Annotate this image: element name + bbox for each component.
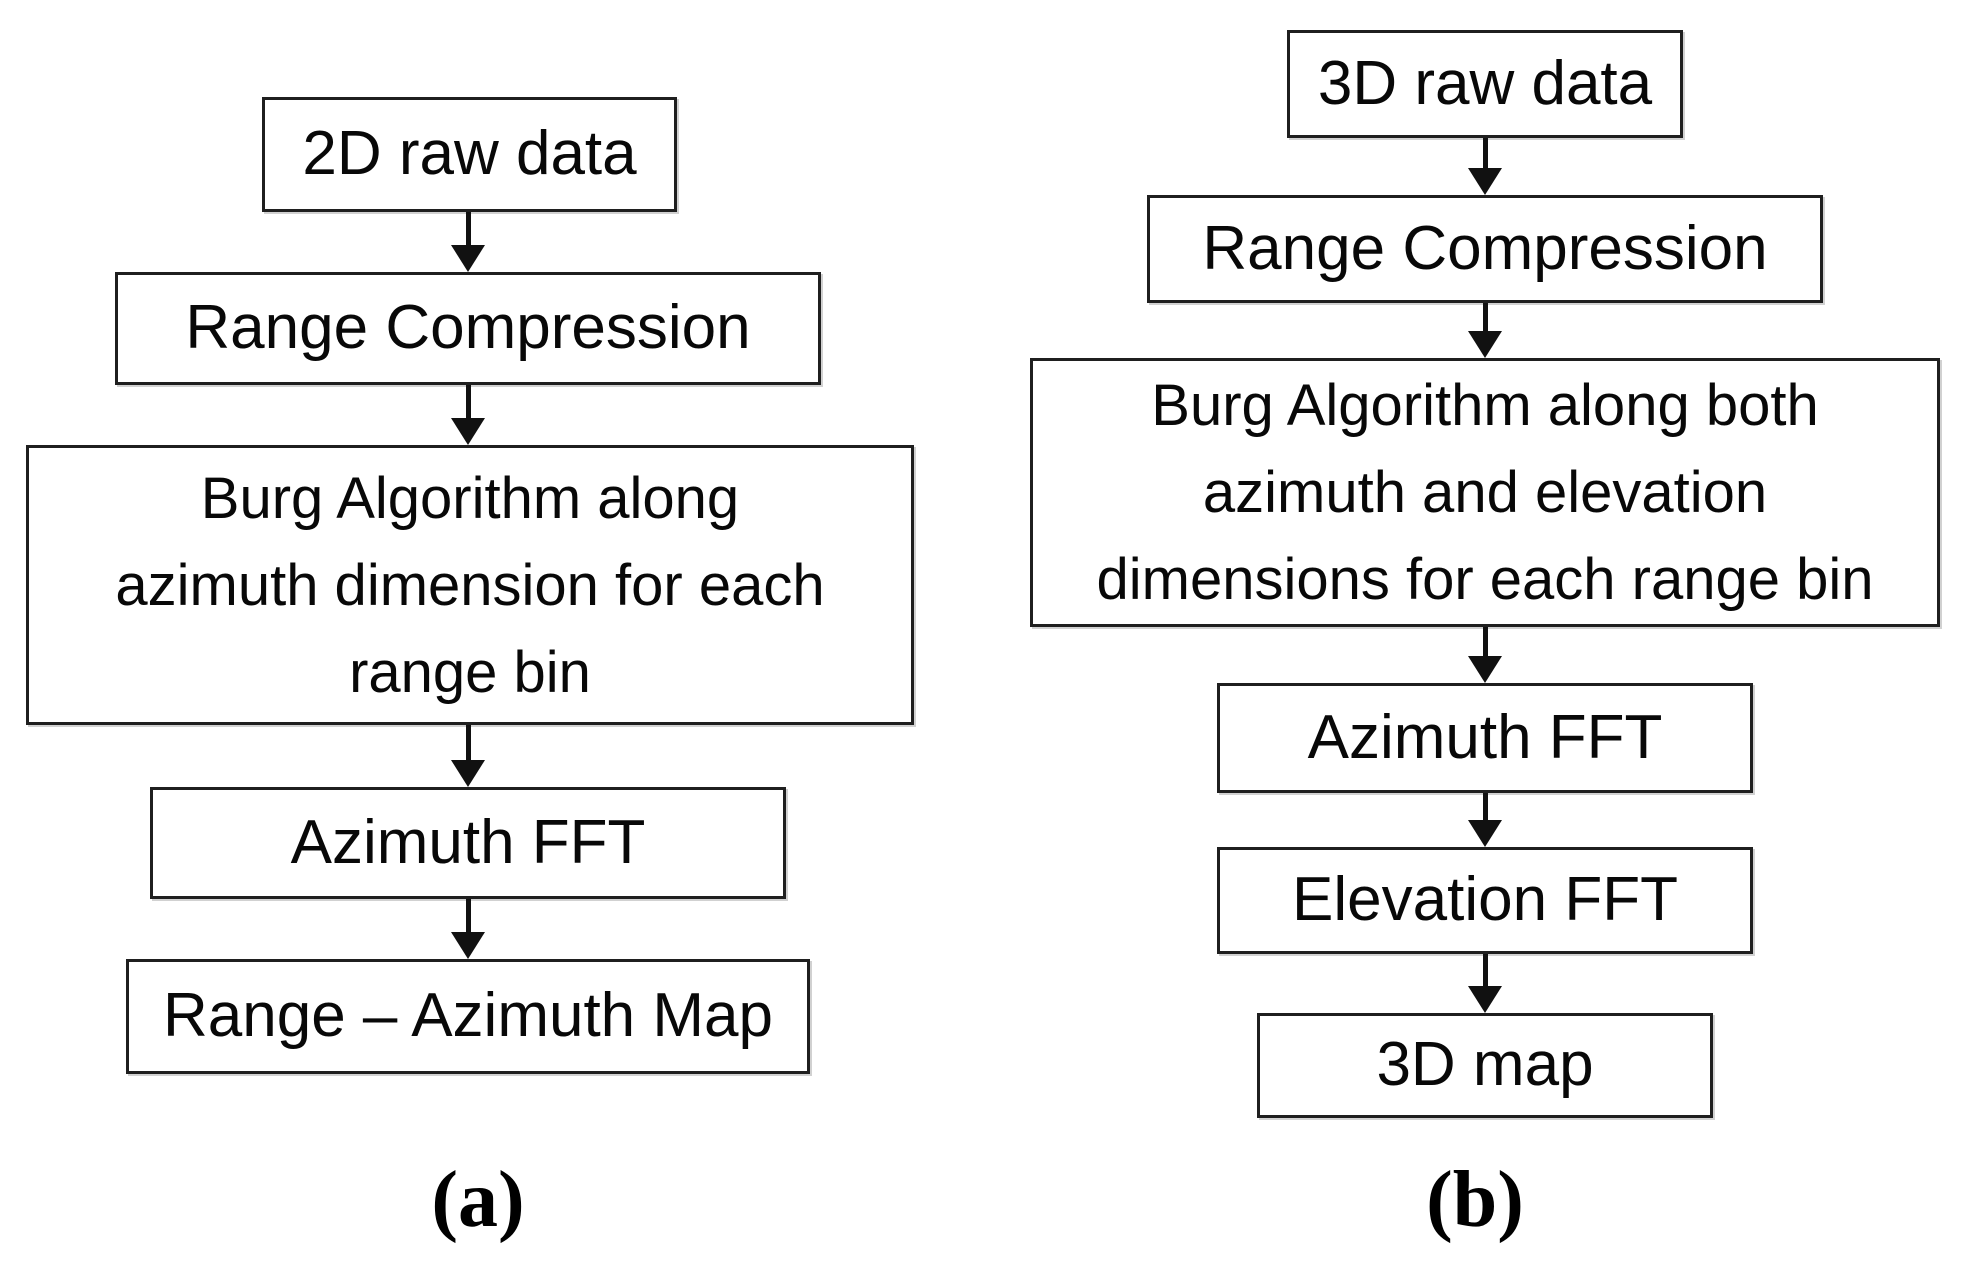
flow-arrow [1468,793,1502,847]
flow-box-range-compression-b: Range Compression [1147,195,1823,303]
arrow-head-icon [451,932,485,959]
flow-box-3d-raw-data: 3D raw data [1287,30,1683,138]
subfigure-caption-b: (b) [1426,1156,1524,1244]
flow-box-range-azimuth-map: Range – Azimuth Map [126,959,810,1074]
flow-box-label: Range Compression [1202,213,1768,283]
arrow-head-icon [1468,168,1502,195]
flow-box-label: Range – Azimuth Map [162,981,773,1051]
arrow-head-icon [451,418,485,445]
flow-box-label: Elevation FFT [1292,865,1678,935]
flow-box-azimuth-fft-a: Azimuth FFT [150,787,786,899]
flow-box-label: 3D map [1376,1030,1594,1100]
flow-box-label: Azimuth FFT [290,807,646,877]
flow-box-range-compression-a: Range Compression [115,272,821,385]
arrow-head-icon [1468,820,1502,847]
arrow-head-icon [1468,331,1502,358]
flow-arrow [1468,954,1502,1013]
arrow-head-icon [451,245,485,272]
arrow-shaft [465,899,471,932]
arrow-shaft [1482,793,1488,820]
arrow-shaft [1482,627,1488,656]
flow-arrow [1468,627,1502,683]
arrow-shaft [1482,138,1488,168]
arrow-head-icon [1468,656,1502,683]
flow-box-azimuth-fft-b: Azimuth FFT [1217,683,1753,793]
flow-box-label: 2D raw data [302,119,637,189]
flow-box-label: 3D raw data [1317,48,1653,118]
arrow-shaft [465,385,471,418]
arrow-shaft [465,212,471,245]
arrow-head-icon [451,760,485,787]
flow-arrow [1468,138,1502,195]
flow-box-label: Azimuth FFT [1307,702,1663,772]
flow-arrow [451,725,485,787]
flow-box-burg-algorithm-b: Burg Algorithm along both azimuth and el… [1030,358,1940,627]
flow-arrow [451,385,485,445]
arrow-shaft [465,725,471,760]
flow-arrow [451,899,485,959]
subfigure-caption-a: (a) [431,1156,525,1244]
flow-box-label: Burg Algorithm along azimuth dimension f… [115,465,825,705]
flow-box-2d-raw-data: 2D raw data [262,97,677,212]
flow-box-label: Burg Algorithm along both azimuth and el… [1096,373,1874,612]
arrow-shaft [1482,954,1488,986]
arrow-shaft [1482,303,1488,331]
flow-box-elevation-fft: Elevation FFT [1217,847,1753,954]
flow-box-3d-map: 3D map [1257,1013,1713,1118]
arrow-head-icon [1468,986,1502,1013]
flow-arrow [451,212,485,272]
flow-box-burg-algorithm-a: Burg Algorithm along azimuth dimension f… [26,445,914,725]
flow-box-label: Range Compression [185,293,751,363]
flow-arrow [1468,303,1502,358]
